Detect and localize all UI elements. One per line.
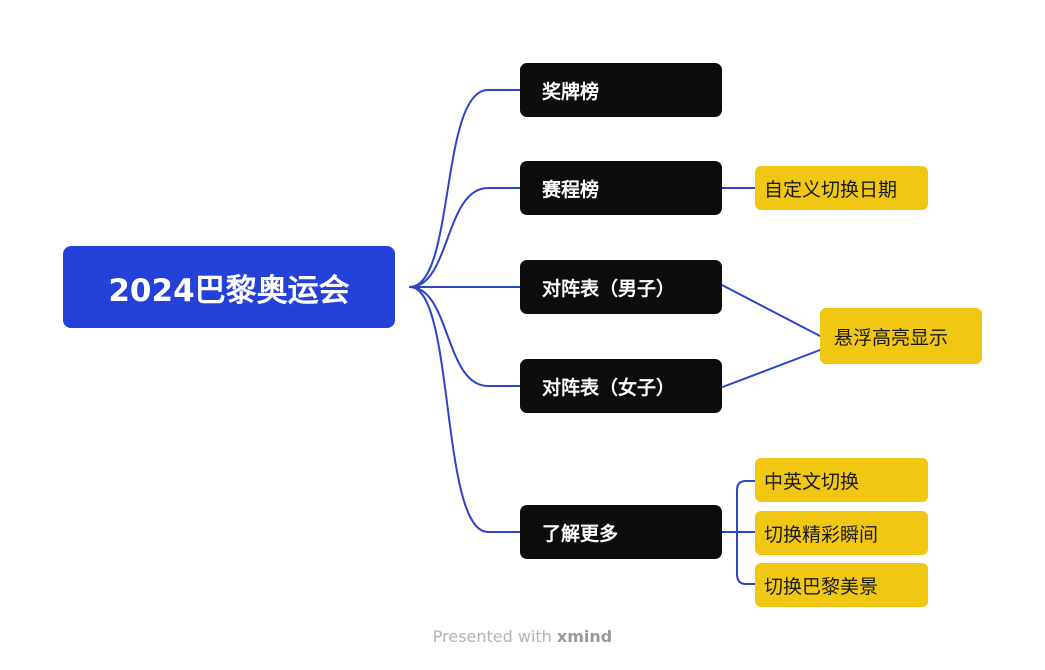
- root-topic-label: 2024巴黎奥运会: [108, 272, 350, 309]
- branch-label: 奖牌榜: [542, 80, 600, 103]
- root-topic[interactable]: 2024巴黎奥运会: [63, 246, 395, 328]
- branch-schedule[interactable]: 赛程榜: [520, 161, 722, 215]
- leaf-language-switch[interactable]: 中英文切换: [755, 458, 928, 502]
- leaf-switch-moments[interactable]: 切换精彩瞬间: [755, 511, 928, 555]
- footer-prefix: Presented with: [432, 627, 552, 646]
- connector-root-medal-table: [409, 89, 523, 288]
- connector-root-bracket-women: [409, 286, 523, 387]
- branch-learn-more[interactable]: 了解更多: [520, 505, 722, 559]
- connector-root-schedule: [409, 187, 523, 288]
- leaf-label: 中英文切换: [764, 470, 860, 493]
- leaf-label: 切换精彩瞬间: [764, 523, 879, 546]
- branch-bracket-women[interactable]: 对阵表（女子）: [520, 359, 722, 413]
- connector-learn-more-scenery-leaf: [736, 531, 758, 585]
- leaf-hover-highlight[interactable]: 悬浮高亮显示: [820, 308, 982, 364]
- connector-women-hover-leaf: [719, 349, 821, 389]
- leaf-custom-date[interactable]: 自定义切换日期: [755, 166, 928, 210]
- connector-men-hover-leaf: [719, 283, 821, 337]
- xmind-logo: xmind: [556, 627, 613, 646]
- branch-bracket-men[interactable]: 对阵表（男子）: [520, 260, 722, 314]
- branch-label: 对阵表（女子）: [542, 376, 676, 399]
- branch-label: 赛程榜: [542, 178, 600, 201]
- leaf-label: 悬浮高亮显示: [834, 326, 949, 349]
- leaf-label: 自定义切换日期: [764, 178, 898, 201]
- leaf-label: 切换巴黎美景: [764, 575, 879, 598]
- presented-with-footer: Presented with xmind: [0, 627, 1045, 646]
- connector-root-learn-more: [409, 286, 523, 533]
- leaf-switch-scenery[interactable]: 切换巴黎美景: [755, 563, 928, 607]
- connector-learn-more-lang-leaf: [736, 480, 758, 533]
- branch-label: 对阵表（男子）: [542, 277, 676, 300]
- branch-label: 了解更多: [542, 522, 619, 545]
- branch-medal-table[interactable]: 奖牌榜: [520, 63, 722, 117]
